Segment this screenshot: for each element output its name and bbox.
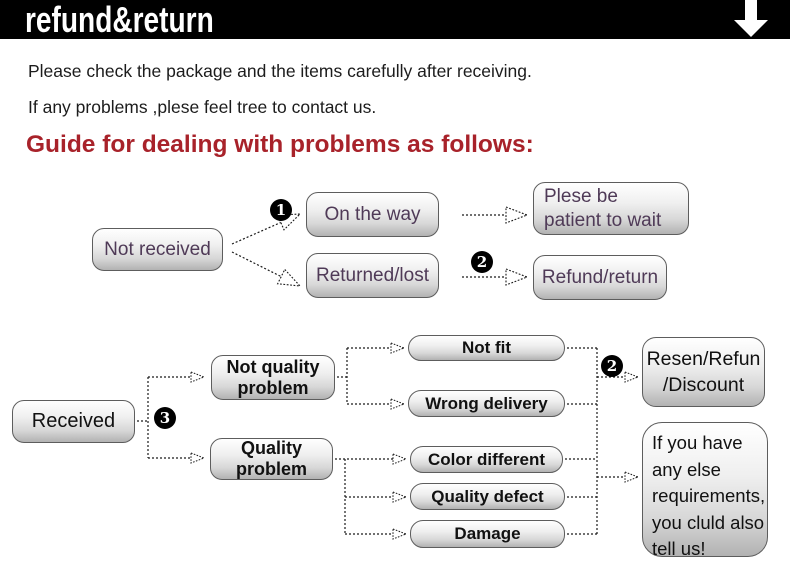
- box-on-the-way: On the way: [306, 192, 439, 237]
- box-returned-lost: Returned/lost: [306, 253, 439, 298]
- fc2-collector: [565, 347, 640, 535]
- box-resen-refun-discount: Resen/Refun /Discount: [642, 337, 765, 407]
- box-not-fit: Not fit: [408, 335, 565, 361]
- guide-heading: Guide for dealing with problems as follo…: [26, 131, 534, 158]
- box-patient-to-wait: Plese be patient to wait: [533, 182, 689, 235]
- box-damage: Damage: [410, 520, 565, 548]
- fc2-quality-split: [335, 453, 408, 540]
- box-refund-return: Refund/return: [533, 255, 667, 300]
- badge-3: 3: [154, 407, 176, 429]
- box-wrong-delivery: Wrong delivery: [408, 390, 565, 417]
- banner-title: refund&return: [25, 0, 214, 40]
- banner: refund&return: [0, 0, 790, 39]
- box-other-requirements-note: If you have any else requirements, you c…: [642, 422, 768, 559]
- badge-1: 1: [270, 199, 292, 221]
- badge-2-resen: 2: [601, 355, 623, 377]
- box-received: Received: [12, 400, 135, 443]
- badge-2-refund: 2: [471, 251, 493, 273]
- down-arrow-icon: [734, 0, 768, 37]
- fc2-notquality-split: [337, 342, 406, 410]
- box-quality-problem: Quality problem: [210, 438, 333, 480]
- fc1-branch-arrows: [231, 213, 302, 287]
- box-not-quality-problem: Not quality problem: [211, 355, 335, 400]
- box-not-received: Not received: [92, 228, 223, 271]
- intro-line-1: Please check the package and the items c…: [28, 61, 532, 81]
- box-quality-defect: Quality defect: [410, 483, 565, 510]
- box-color-different: Color different: [410, 446, 563, 473]
- intro-line-2: If any problems ,plese feel tree to cont…: [28, 97, 377, 117]
